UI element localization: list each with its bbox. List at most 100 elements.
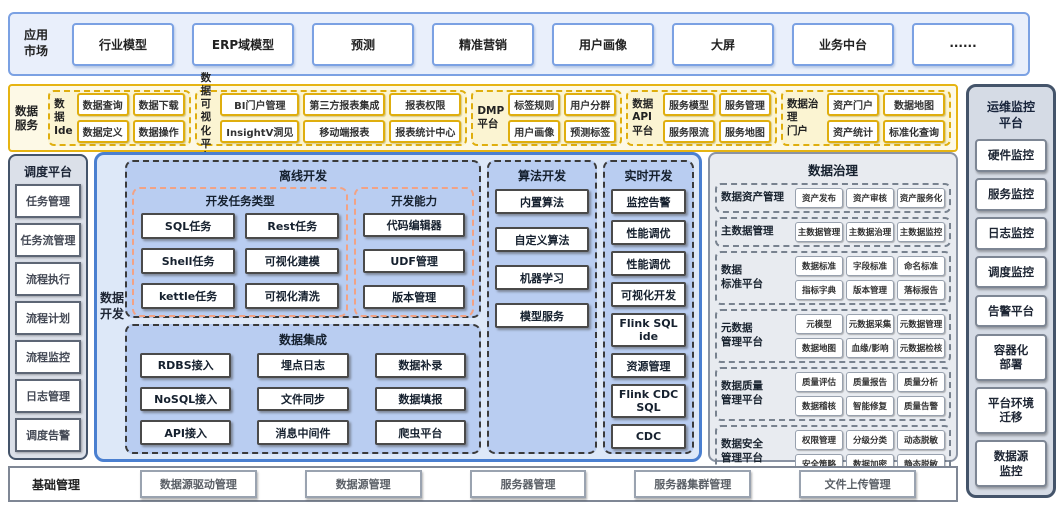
- integration-item: 数据填报: [374, 386, 466, 412]
- governance-badge: 权限管理: [795, 430, 843, 450]
- dev-task-types-title: 开发任务类型: [205, 194, 275, 208]
- governance-badge: 元数据采集: [846, 314, 894, 334]
- service-item: 移动端报表: [303, 120, 386, 143]
- ops-monitor-item: 服务监控: [975, 178, 1047, 211]
- integration-item: 数据补录: [374, 353, 466, 378]
- service-item: 用户分群: [564, 93, 617, 116]
- dev-task-item: Rest任务: [245, 213, 340, 239]
- service-item: 用户画像: [508, 120, 561, 143]
- service-group-data-ide: 数据 Ide 数据查询数据下载数据定义数据操作: [48, 90, 191, 146]
- service-group-label: 数据 Ide: [54, 98, 73, 137]
- ops-monitor-item: 硬件监控: [975, 139, 1047, 172]
- governance-badge: 资产审核: [846, 188, 894, 208]
- offline-dev-title: 离线开发: [278, 169, 327, 183]
- data-services-label: 数据 服务: [15, 103, 38, 132]
- service-item: 报表统计中心: [389, 120, 462, 143]
- governance-section-label: 数据资产管理: [721, 191, 784, 204]
- governance-badge: 版本管理: [846, 280, 894, 300]
- scheduler-item: 任务管理: [15, 184, 81, 218]
- integration-item: 消息中间件: [257, 420, 349, 445]
- service-group-label: 数据API 平台: [632, 98, 654, 137]
- service-item: 服务模型: [662, 93, 715, 116]
- realtime-item: 监控告警: [611, 189, 686, 214]
- service-group-bi-visualization: 数据可 视化平台 BI门户管理第三方报表集成报表权限InsightV洞见移动端报…: [194, 72, 468, 163]
- integration-item: 文件同步: [257, 386, 349, 412]
- governance-section-data-quality: 数据质量 管理平台 质量评估质量报告质量分析数据稽核智能修复质量告警: [715, 367, 951, 421]
- integration-item: NoSQL接入: [140, 386, 232, 412]
- realtime-item: Flink CDC SQL: [611, 384, 686, 418]
- ops-monitor-title: 运维监控 平台: [986, 100, 1035, 131]
- base-management-item: 服务器集群管理: [634, 470, 752, 498]
- dev-capabilities-title: 开发能力: [391, 194, 438, 208]
- scheduler-item: 流程计划: [15, 301, 81, 335]
- service-group-label: 数据治理 门户: [786, 98, 819, 137]
- service-item: 报表权限: [389, 93, 462, 116]
- scheduler-item: 流程执行: [15, 262, 81, 296]
- service-item: InsightV洞见: [220, 120, 300, 143]
- app-market-item: 用户画像: [552, 22, 654, 66]
- governance-badge: 元数据检核: [897, 338, 945, 358]
- governance-badge: 字段标准: [846, 256, 894, 276]
- base-management-item: 文件上传管理: [799, 470, 916, 498]
- data-dev-label: 数据 开发: [99, 291, 124, 321]
- governance-badge: 元模型: [795, 314, 843, 334]
- ops-monitor-panel: 运维监控 平台 硬件监控服务监控日志监控调度监控告警平台容器化 部署平台环境 迁…: [966, 84, 1056, 498]
- algorithm-item: 内置算法: [495, 189, 589, 214]
- service-item: 数据定义: [76, 120, 129, 143]
- ops-monitor-item: 日志监控: [975, 217, 1047, 250]
- dev-task-item: SQL任务: [141, 213, 236, 239]
- base-management-label: 基础管理: [32, 477, 81, 492]
- governance-badge: 资产发布: [795, 188, 843, 208]
- governance-section-metadata: 元数据 管理平台 元模型元数据采集元数据管理数据地图血缘/影响元数据检核: [715, 309, 951, 363]
- algorithm-item: 机器学习: [495, 265, 589, 290]
- algorithm-dev-group: 算法开发 内置算法自定义算法机器学习模型服务: [487, 160, 597, 454]
- app-market-item: 业务中台: [792, 22, 894, 66]
- governance-badge: 质量评估: [795, 372, 843, 392]
- ops-monitor-item: 告警平台: [975, 294, 1047, 328]
- governance-section-label: 主数据管理: [721, 225, 774, 238]
- governance-badge: 主数据监控: [897, 222, 945, 242]
- governance-badge: 质量告警: [897, 396, 945, 416]
- governance-badge: 数据地图: [795, 338, 843, 358]
- integration-item: 埋点日志: [257, 353, 349, 378]
- governance-badge: 分级分类: [846, 430, 894, 450]
- base-management-item: 数据源驱动管理: [140, 470, 257, 498]
- service-item: 数据下载: [132, 93, 185, 116]
- service-item: 服务限流: [662, 120, 715, 143]
- governance-title: 数据治理: [807, 163, 858, 178]
- realtime-item: 性能调优: [611, 220, 686, 245]
- governance-badge: 主数据管理: [795, 222, 843, 242]
- service-group-dmp: DMP 平台 标签规则用户分群用户画像预测标签: [471, 90, 623, 146]
- scheduler-panel: 调度平台 任务管理任务流管理流程执行流程计划流程监控日志管理调度告警: [8, 154, 88, 460]
- algorithm-item: 模型服务: [495, 303, 589, 328]
- realtime-item: Flink SQL ide: [611, 313, 686, 347]
- ops-monitor-item: 容器化 部署: [975, 333, 1047, 381]
- service-group-governance-portal: 数据治理 门户 资产门户数据地图资产统计标准化查询: [780, 90, 951, 146]
- governance-badge: 数据稽核: [795, 396, 843, 416]
- service-item: 数据地图: [882, 93, 945, 116]
- governance-section-master-data: 主数据管理 主数据管理主数据治理主数据监控: [715, 217, 951, 247]
- governance-panel: 数据治理 数据资产管理 资产发布资产审核资产服务化 主数据管理 主数据管理主数据…: [708, 152, 958, 479]
- app-market-item: 精准营销: [432, 22, 534, 66]
- dev-capability-item: 代码编辑器: [363, 213, 465, 237]
- service-item: 资产门户: [826, 93, 879, 116]
- data-integration-title: 数据集成: [278, 333, 327, 347]
- governance-section-label: 元数据 管理平台: [721, 322, 763, 348]
- dev-task-item: 可视化建模: [245, 248, 340, 274]
- service-item: 数据操作: [132, 120, 185, 143]
- integration-item: RDBS接入: [140, 353, 232, 378]
- app-market-item: ERP域模型: [192, 22, 294, 66]
- ops-monitor-item: 调度监控: [975, 256, 1047, 289]
- base-management-item: 数据源管理: [304, 470, 422, 498]
- service-item: 服务管理: [718, 93, 771, 116]
- service-item: 数据查询: [76, 93, 129, 116]
- scheduler-item: 任务流管理: [15, 223, 81, 257]
